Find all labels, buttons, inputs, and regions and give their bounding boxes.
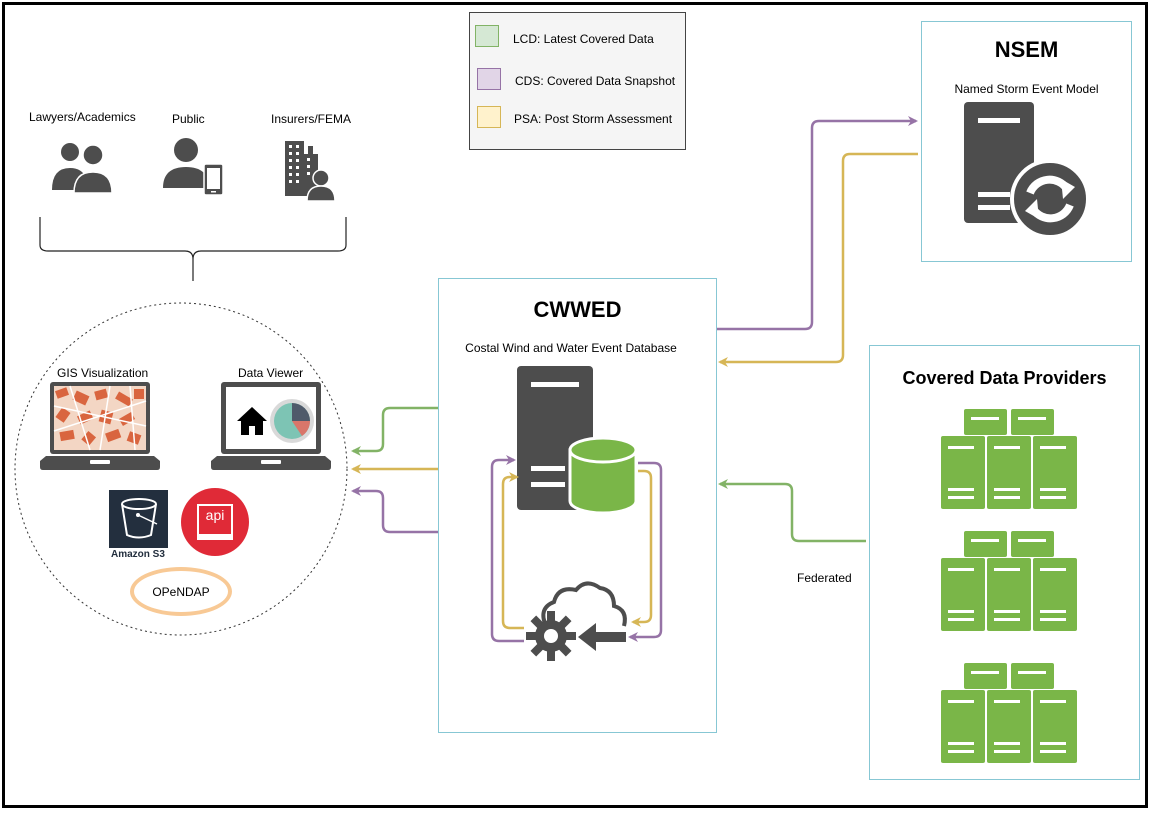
- legend-label-lcd: LCD: Latest Covered Data: [513, 32, 654, 46]
- cwwed-subtitle: Costal Wind and Water Event Database: [465, 341, 677, 355]
- amazon-s3-label: Amazon S3: [111, 549, 165, 560]
- user-groups-brace: [39, 217, 347, 281]
- arrow-psa-from-nsem: [718, 152, 918, 367]
- cwwed-title: CWWED: [533, 297, 622, 322]
- provider-server-rack-3: [941, 663, 1077, 763]
- user-group-label-insurers: Insurers/FEMA: [271, 112, 352, 126]
- api-icon[interactable]: api: [181, 488, 249, 556]
- user-group-label-lawyers: Lawyers/Academics: [29, 110, 136, 124]
- arrow-internal-gold-right: [631, 469, 653, 627]
- legend-swatch-cds: [477, 68, 501, 90]
- federated-label: Federated: [797, 571, 852, 585]
- amazon-s3-icon[interactable]: [109, 490, 168, 548]
- arrow-lcd-to-access: [351, 406, 438, 456]
- legend-label-cds: CDS: Covered Data Snapshot: [515, 74, 676, 88]
- bucket-icon: [121, 498, 158, 539]
- access-methods-circle: [14, 302, 348, 636]
- nsem-model-server-icon: [964, 102, 1090, 239]
- arrow-cds-to-access: [351, 486, 438, 534]
- api-badge: [197, 504, 233, 540]
- opendap-badge[interactable]: OPeNDAP: [130, 567, 232, 616]
- processing-cloud-gear-icon: [526, 581, 627, 661]
- api-label: api: [205, 507, 225, 523]
- legend: LCD: Latest Covered Data CDS: Covered Da…: [469, 12, 686, 150]
- data-viewer-laptop-icon[interactable]: [211, 381, 331, 471]
- people-group-icon: [52, 143, 113, 194]
- gis-visualization-label: GIS Visualization: [57, 366, 149, 380]
- arrow-internal-purple-left: [490, 455, 524, 643]
- arrow-cds-to-nsem: [717, 116, 918, 331]
- legend-swatch-psa: [477, 106, 501, 128]
- arrow-internal-gold-left: [501, 472, 524, 630]
- provider-server-rack-1: [941, 409, 1077, 509]
- cwwed-server-database-icon: [517, 366, 638, 515]
- opendap-label: OPeNDAP: [152, 585, 210, 599]
- covered-data-providers-title: Covered Data Providers: [902, 368, 1107, 388]
- nsem-title: NSEM: [994, 37, 1059, 62]
- legend-swatch-lcd: [475, 25, 499, 47]
- building-person-icon: [285, 141, 336, 202]
- arrow-lcd-from-providers: [718, 479, 866, 543]
- user-group-label-public: Public: [172, 112, 205, 126]
- nsem-subtitle: Named Storm Event Model: [954, 82, 1099, 96]
- legend-label-psa: PSA: Post Storm Assessment: [514, 112, 673, 126]
- arrow-internal-purple-right: [628, 461, 663, 642]
- person-with-phone-icon: [163, 138, 224, 196]
- provider-server-rack-2: [941, 531, 1077, 631]
- gis-laptop-icon[interactable]: [40, 381, 160, 471]
- data-viewer-label: Data Viewer: [238, 366, 304, 380]
